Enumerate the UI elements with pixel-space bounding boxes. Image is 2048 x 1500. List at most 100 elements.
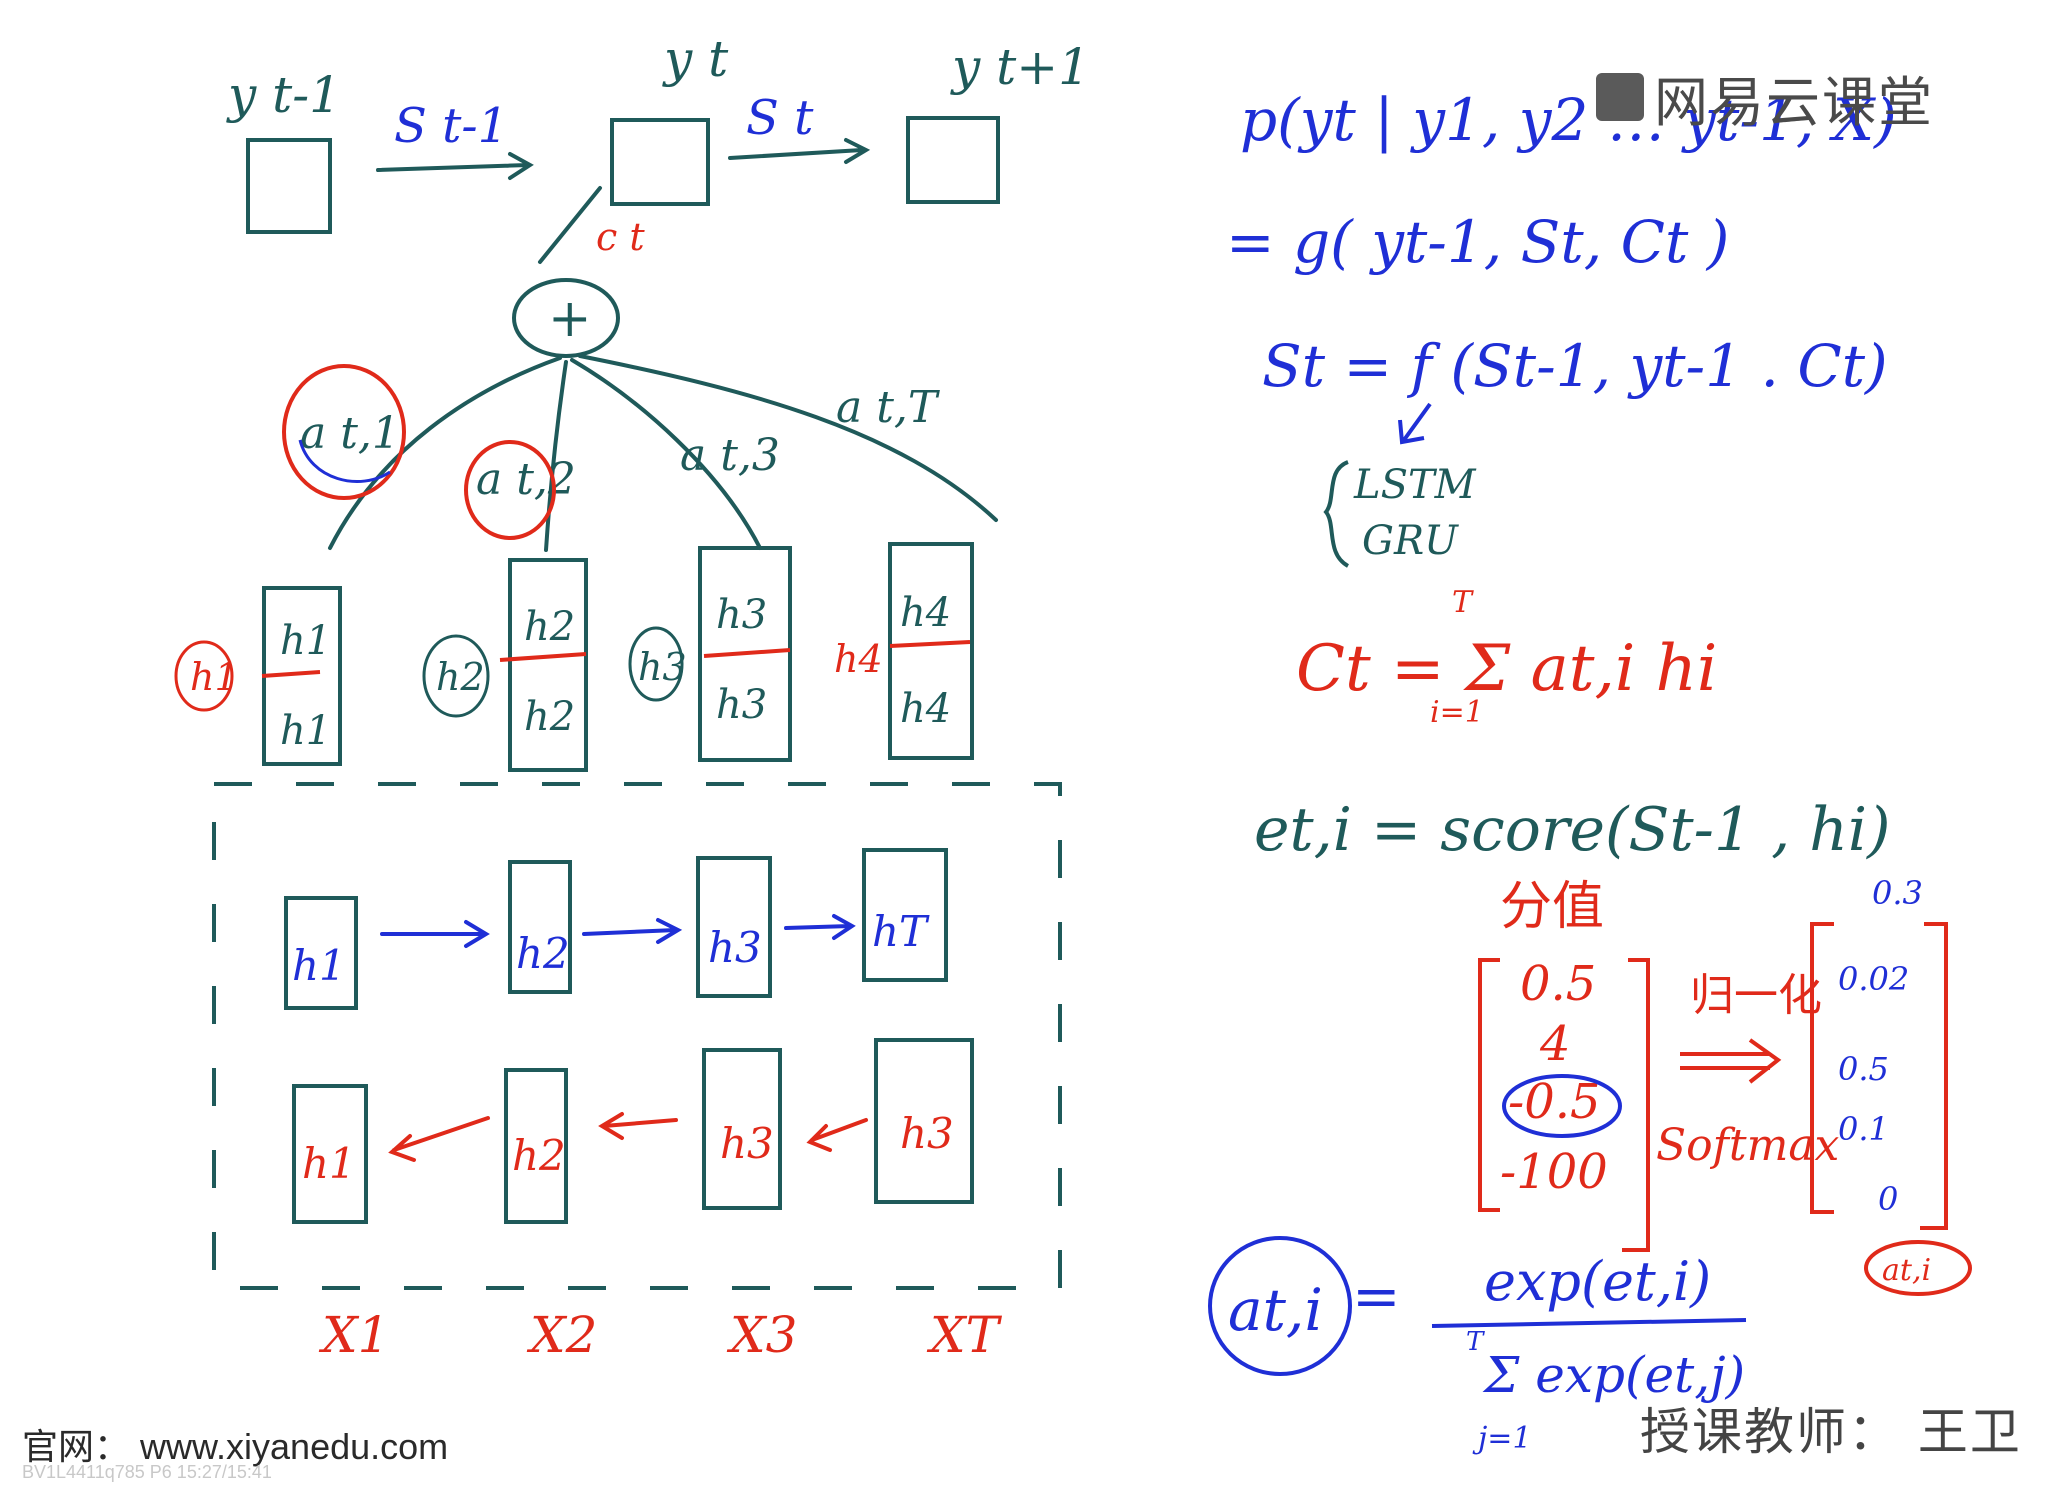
context-line	[538, 186, 602, 264]
split-line-2	[499, 652, 587, 662]
concat-backward-1: h1	[280, 708, 331, 754]
video-id: BV1L4411q785 P6 15:27/15:41	[22, 1462, 272, 1482]
score-value-1: 0.5	[1520, 956, 1596, 1012]
highlight-circle-a2	[464, 440, 556, 540]
attention-branch-3	[570, 358, 762, 550]
backward-label-4: h3	[900, 1109, 954, 1158]
teacher-credit: 授课教师： 王卫	[1640, 1392, 2022, 1464]
concat-box-3	[698, 546, 792, 762]
backward-box-2	[504, 1068, 568, 1224]
score-bracket-right	[1622, 958, 1650, 1252]
decoder-box-2	[610, 118, 710, 206]
concat-backward-2: h2	[524, 694, 575, 740]
context-sum-bottom: i=1	[1430, 695, 1484, 730]
decoder-box-3	[906, 116, 1000, 204]
highlight-circle-a1	[282, 364, 406, 500]
prob-value-2: 0.02	[1838, 960, 1909, 998]
forward-box-1	[284, 896, 358, 1010]
attention-weight-1: a t,1	[300, 408, 400, 459]
attention-branch-T	[578, 354, 998, 522]
attn-numerator: exp(et,i)	[1484, 1250, 1711, 1313]
blue-underline-a1	[298, 439, 391, 483]
concat-box-2	[508, 558, 588, 772]
backward-label-2: h2	[512, 1131, 566, 1180]
h-circle-2	[422, 634, 490, 718]
encoder-dashed-box	[212, 782, 1062, 1290]
netease-logo-icon	[1596, 73, 1644, 121]
score-highlight	[1502, 1074, 1622, 1138]
state-label-1: S t-1	[394, 98, 508, 154]
forward-arrow-3	[784, 914, 856, 940]
split-line-4	[889, 640, 971, 648]
prob-bracket-right	[1920, 922, 1948, 1230]
normalize-arrow	[1680, 1038, 1782, 1084]
backward-arrow-3	[806, 1118, 868, 1152]
attn-lhs: at,i	[1228, 1276, 1323, 1344]
h-circle-1	[174, 640, 234, 712]
backward-box-3	[702, 1048, 782, 1210]
prob-value-3: 0.5	[1838, 1050, 1889, 1088]
forward-label-4: hT	[872, 907, 930, 956]
equation-probability: p(yt | y1, y2 … yt-1, X)	[1240, 86, 1897, 154]
fraction-bar	[1431, 1318, 1747, 1328]
site-url: www.xiyanedu.com	[140, 1426, 449, 1467]
output-label-2: y t	[662, 30, 729, 88]
score-value-4: -100	[1500, 1144, 1608, 1200]
forward-label-3: h3	[708, 923, 762, 972]
concat-forward-2: h2	[524, 604, 575, 650]
input-label-4: XT	[926, 1306, 1003, 1364]
prob-highlight-circle	[1864, 1240, 1972, 1296]
forward-box-2	[508, 860, 572, 994]
input-label-3: X3	[726, 1306, 797, 1364]
score-definition: et,i = score(St-1 , hi)	[1254, 795, 1891, 865]
state-arrow-1	[376, 152, 534, 180]
attn-denominator: Σ exp(et,j)	[1482, 1346, 1745, 1404]
concat-forward-4: h4	[900, 590, 951, 636]
state-arrow-2	[728, 138, 871, 164]
decoder-row	[246, 116, 1000, 552]
watermark: 网易云课堂	[1596, 62, 1934, 134]
backward-label-1: h1	[302, 1139, 356, 1188]
prob-value-4: 0.1	[1838, 1110, 1889, 1148]
concat-box-4	[888, 542, 974, 760]
forward-arrow-2	[582, 918, 683, 944]
backward-label-3: h3	[720, 1119, 774, 1168]
sum-symbol: +	[548, 289, 592, 349]
brace	[1323, 460, 1350, 568]
h-circle-3	[628, 626, 684, 702]
output-label-3: y t+1	[950, 38, 1090, 96]
prob-highlight: at,i	[1882, 1253, 1931, 1288]
implies-arrow	[1398, 402, 1432, 445]
attention-branch-1	[328, 356, 562, 550]
softmax-label: Softmax	[1656, 1120, 1840, 1171]
backward-arrow-1	[388, 1116, 490, 1162]
backward-box-1	[292, 1084, 368, 1224]
split-line-3	[703, 648, 791, 658]
attention-weight-3: a t,3	[680, 430, 780, 481]
forward-box-4	[862, 848, 948, 982]
teacher-label: 授课教师：	[1640, 1403, 1900, 1461]
concat-forward-3: h3	[716, 592, 767, 638]
concat-backward-3: h3	[716, 682, 767, 728]
forward-box-3	[696, 856, 772, 998]
attention-branch-2	[544, 360, 568, 552]
split-line-1	[261, 670, 321, 678]
attn-den-top: T	[1466, 1327, 1485, 1357]
decoder-box-1	[246, 138, 332, 234]
rnn-option-gru: GRU	[1362, 518, 1459, 564]
sum-node	[512, 278, 620, 358]
site-label: 官网：	[22, 1426, 131, 1467]
normalize-label: 归一化	[1690, 970, 1822, 1021]
input-label-2: X2	[526, 1306, 597, 1364]
rnn-option-lstm: LSTM	[1353, 462, 1477, 508]
attention-weight-T: a t,T	[836, 382, 941, 433]
score-bracket-left	[1478, 958, 1500, 1212]
input-label-1: X1	[318, 1306, 389, 1364]
attn-equals: =	[1352, 1262, 1401, 1330]
hidden-label-3: h3	[638, 645, 687, 689]
score-value-2: 4	[1539, 1016, 1571, 1072]
forward-arrow-1	[380, 920, 490, 948]
concat-forward-1: h1	[280, 618, 331, 664]
